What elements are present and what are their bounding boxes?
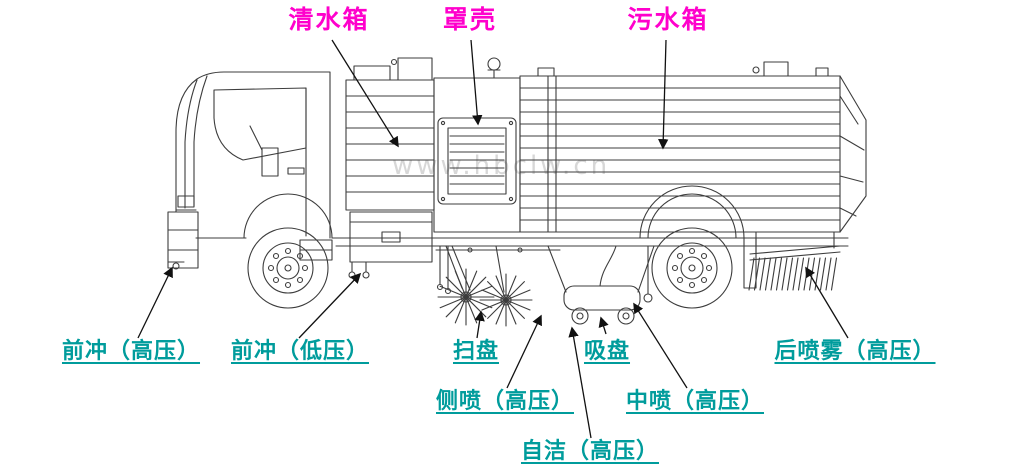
leader-mid-spray-high [633, 302, 688, 389]
leader-clean-water-tank [331, 39, 399, 148]
label-side-spray-high: 侧喷（高压） [435, 389, 575, 414]
headlamp [177, 195, 195, 208]
side-mirror [261, 147, 279, 177]
label-rear-spray-high: 后喷雾（高压） [774, 339, 936, 364]
toolbox-latch [381, 231, 401, 243]
sweep-disc-left [437, 268, 495, 326]
truck-cab [167, 71, 333, 270]
leader-rear-spray-high [805, 266, 849, 339]
label-sewage-tank: 污水箱 [627, 5, 709, 34]
tank-hatch [397, 57, 433, 81]
mid-spray-nozzle [643, 293, 653, 303]
leader-sweep-disc [474, 310, 485, 339]
toolbox [349, 211, 433, 263]
tank-fitting [815, 67, 829, 77]
front-wheel [247, 227, 329, 309]
leader-suction-nozzle [598, 316, 609, 335]
rear-fender [639, 185, 757, 289]
front-flush-nozzle [172, 262, 180, 270]
label-suction-nozzle: 吸盘 [583, 339, 631, 364]
cover-shell-drawing [433, 57, 521, 233]
door-handle [287, 167, 305, 175]
leader-cover-shell [470, 39, 483, 126]
chassis-frame [331, 237, 849, 247]
sweep-disc-right [479, 273, 533, 327]
underbody-piping [435, 245, 561, 295]
front-wheel-arch [243, 193, 333, 239]
sewage-tank-drawing [519, 61, 867, 233]
label-front-flush-low: 前冲（低压） [230, 339, 370, 364]
truck-drawing [167, 57, 867, 327]
mud-flap [743, 237, 757, 289]
label-front-flush-high: 前冲（高压） [61, 339, 201, 364]
tank-fitting [763, 61, 789, 77]
leader-sewage-tank [658, 39, 669, 150]
label-clean-water-tank: 清水箱 [288, 5, 370, 34]
front-bumper [167, 211, 199, 269]
leader-side-spray-high [506, 314, 542, 389]
suction-hose [599, 245, 617, 287]
rear-spray-assembly [748, 231, 841, 291]
vent-cap [487, 57, 501, 71]
cab-side-window [213, 87, 307, 161]
sweep-discs [437, 245, 533, 327]
label-cover-shell: 罩壳 [442, 5, 498, 34]
label-self-clean-high: 自洁（高压） [520, 439, 660, 464]
leader-front-flush-low [298, 272, 362, 339]
label-mid-spray-high: 中喷（高压） [625, 389, 765, 414]
tank-fitting [537, 67, 555, 77]
tank-tail [839, 75, 867, 233]
leader-front-flush-high [137, 266, 173, 339]
tank-hatch [353, 65, 391, 81]
rear-wheel [651, 227, 733, 309]
label-sweep-disc: 扫盘 [452, 339, 500, 364]
suction-assembly [547, 245, 655, 325]
leader-self-clean-high [568, 326, 592, 439]
leader-arrows [137, 39, 849, 439]
